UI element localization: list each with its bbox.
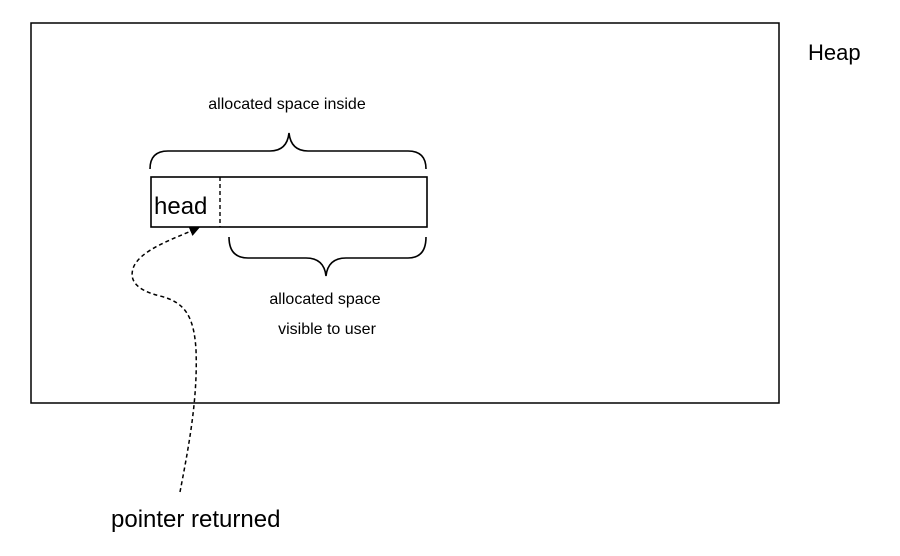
heap-label: Heap [808,40,861,65]
heap-region [30,22,780,404]
allocated-space-inside-label: allocated space inside [208,96,366,113]
visible-label-line1: allocated space [269,291,380,308]
pointer-returned-label: pointer returned [111,506,280,533]
allocated-block [150,176,428,228]
inside-brace [149,132,427,170]
pointer-arrow [131,226,200,493]
visible-brace [228,236,427,277]
visible-label-line2: visible to user [278,321,376,338]
head-label: head [154,193,207,220]
